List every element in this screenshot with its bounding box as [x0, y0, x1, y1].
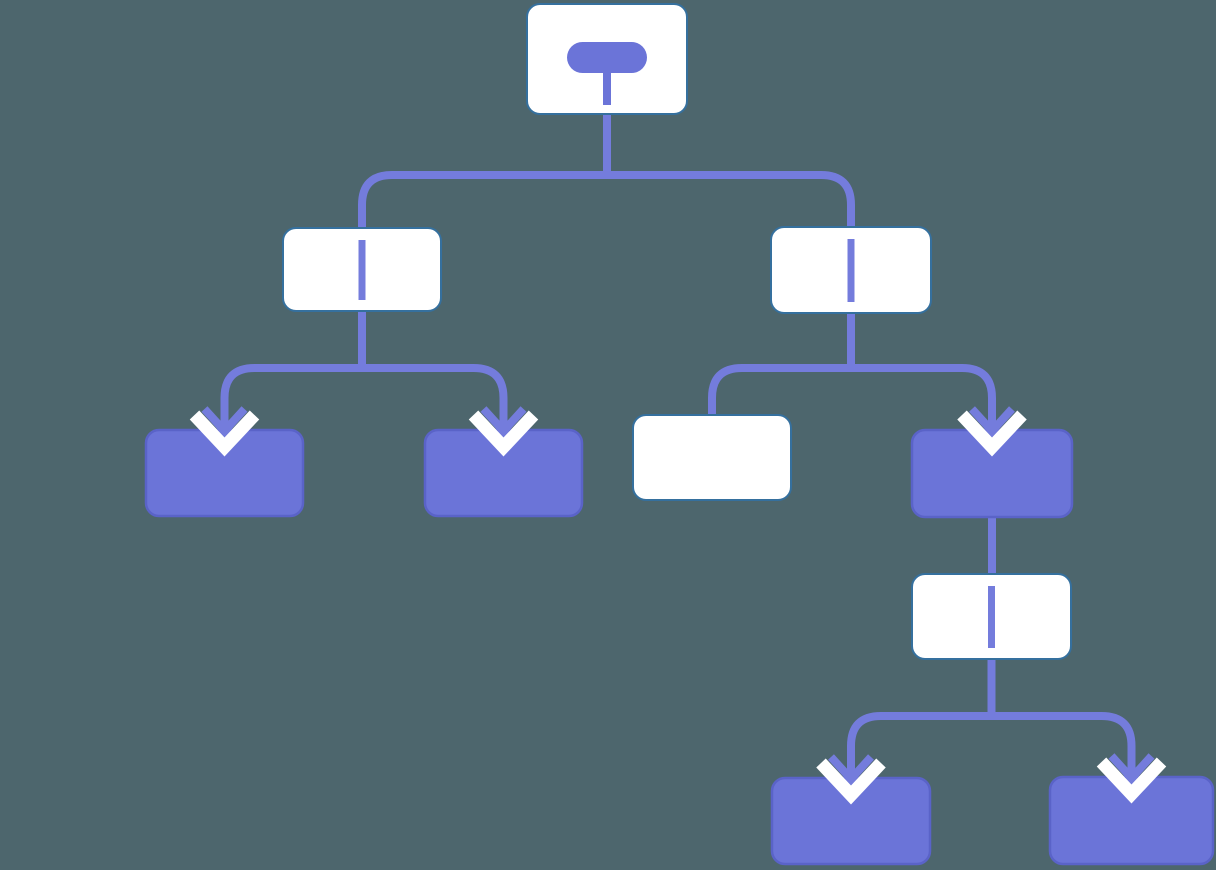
- arrow-highlight-chevron: [957, 410, 1027, 457]
- arrow-chevron: [201, 406, 248, 437]
- arrow-chevron: [828, 754, 874, 785]
- connector-edge: [358, 114, 855, 231]
- arrow-chevron: [969, 406, 1015, 437]
- connector-layer: [220, 114, 1136, 776]
- arrow-highlight-chevron: [1096, 757, 1167, 804]
- connector-edge: [708, 313, 996, 428]
- node-body[interactable]: [632, 414, 792, 501]
- arrow-chevron: [480, 406, 527, 437]
- arrow-highlight-chevron: [816, 758, 886, 805]
- arrow-chevron: [1108, 753, 1155, 784]
- arrowhead-icon: [468, 406, 539, 457]
- node-layer: [144, 3, 1215, 866]
- connector-edge: [847, 659, 1136, 776]
- connector-edge: [220, 311, 508, 428]
- branch-node-right[interactable]: [770, 226, 932, 314]
- arrowhead-icon: [189, 406, 260, 457]
- arrowhead-icon: [816, 754, 886, 805]
- branch-node-left[interactable]: [282, 227, 442, 312]
- empty-node[interactable]: [632, 414, 792, 501]
- root-node[interactable]: [526, 3, 688, 115]
- arrowhead-icon: [1096, 753, 1167, 804]
- pill-shape: [567, 42, 647, 73]
- arrow-highlight-chevron: [468, 410, 539, 457]
- arrowhead-icon: [957, 406, 1027, 457]
- branch-node-mid[interactable]: [911, 573, 1072, 660]
- arrow-highlight-chevron: [189, 410, 260, 457]
- arrowhead-layer: [189, 406, 1167, 805]
